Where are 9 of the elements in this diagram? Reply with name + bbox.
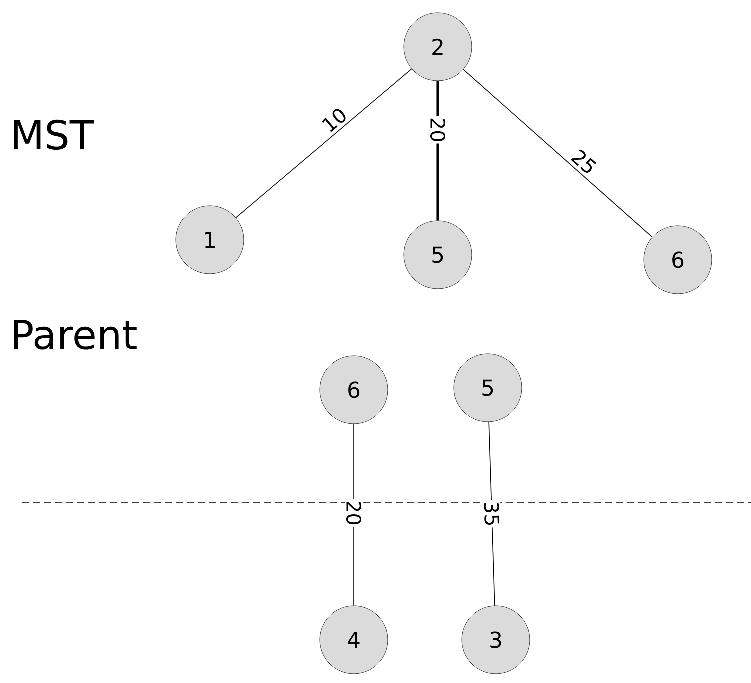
section-label: MST [14, 120, 94, 150]
edge-label: 20 [345, 500, 363, 527]
edge-label: 20 [429, 116, 447, 144]
edge-line [463, 69, 653, 238]
edge-label: 35 [483, 500, 501, 528]
edge-label: 25 [571, 150, 596, 173]
edge-line [236, 68, 412, 218]
edge-label: 10 [322, 109, 346, 132]
section-label: Parent [14, 320, 137, 350]
